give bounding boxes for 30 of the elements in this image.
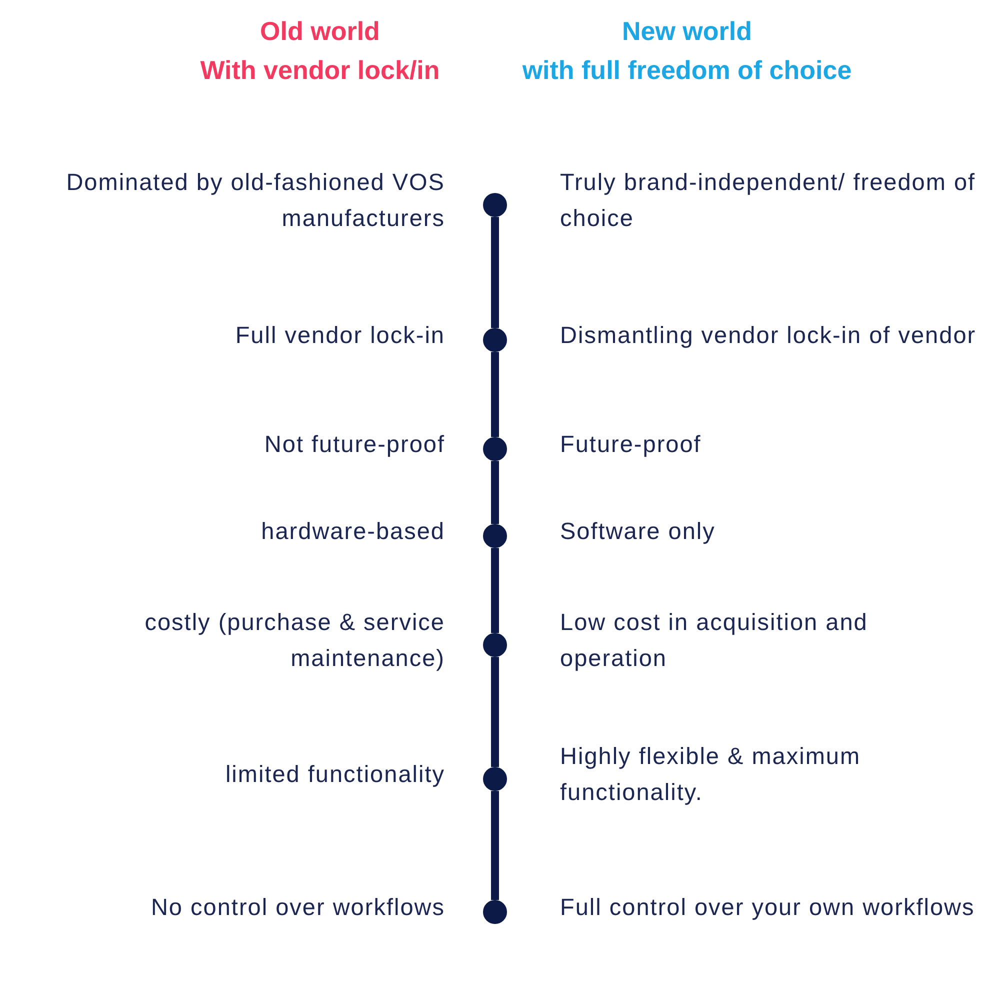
timeline-dot (483, 437, 507, 461)
comparison-text: Not future-proof (263, 430, 445, 459)
timeline-dot (483, 328, 507, 352)
timeline-line (491, 657, 499, 767)
column-heading: New world (620, 16, 753, 47)
comparison-text: Low cost in acquisition and operation (560, 608, 869, 673)
timeline-line (491, 548, 499, 633)
comparison-text: No control over workflows (150, 893, 445, 922)
timeline-dot (483, 193, 507, 217)
timeline-line (491, 791, 499, 900)
timeline-dot (483, 900, 507, 924)
timeline-line (491, 217, 499, 328)
timeline-line (491, 352, 499, 437)
column-heading: Old world (259, 16, 381, 47)
timeline-dot (483, 767, 507, 791)
timeline-line (491, 461, 499, 524)
comparison-text: Dominated by old-fashioned VOS manufacturers (65, 168, 445, 233)
comparison-text: limited functionality (224, 760, 445, 789)
timeline-dot (483, 633, 507, 657)
comparison-text: Future-proof (560, 430, 702, 459)
timeline-dot (483, 524, 507, 548)
comparison-text: Highly flexible & maximum functionality. (560, 742, 862, 807)
comparison-text: costly (purchase & service maintenance) (144, 608, 445, 673)
comparison-text: hardware-based (260, 517, 445, 546)
column-heading: with full freedom of choice (521, 55, 853, 86)
comparison-text: Software only (560, 517, 716, 546)
comparison-text: Full vendor lock-in (234, 321, 445, 350)
comparison-text: Dismantling vendor lock-in of vendor (560, 321, 978, 350)
comparison-text: Full control over your own workflows (560, 893, 976, 922)
comparison-text: Truly brand-independent/ freedom of choice (560, 168, 977, 233)
